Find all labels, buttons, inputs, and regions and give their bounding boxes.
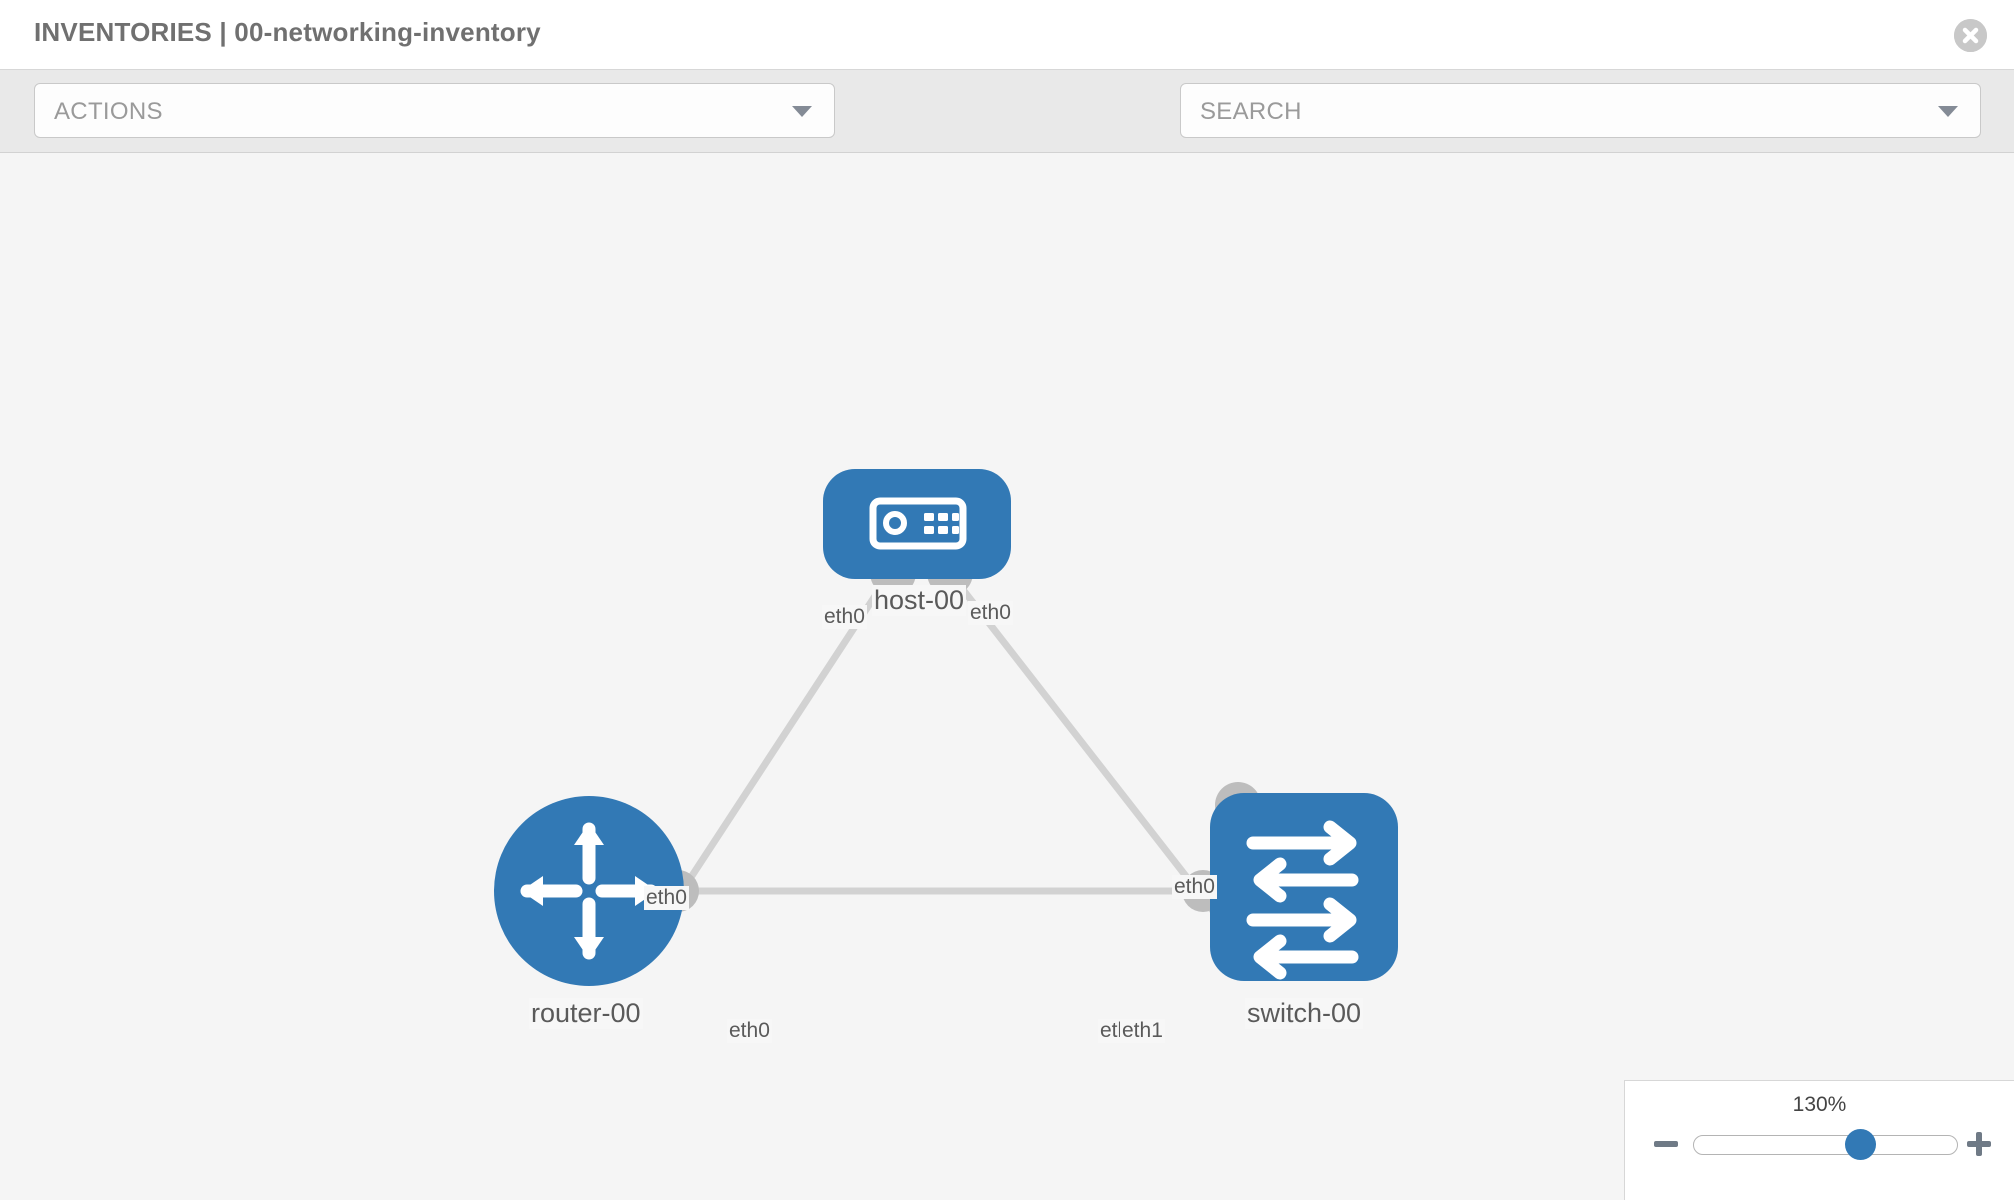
chevron-down-icon[interactable]: [1938, 105, 1958, 117]
page-title: INVENTORIES | 00-networking-inventory: [34, 17, 541, 47]
close-icon[interactable]: [1954, 19, 1987, 52]
node-label-switch-00: switch-00: [1245, 998, 1364, 1029]
zoom-level-label: 130%: [1792, 1093, 1847, 1116]
edge-label: eth0: [1172, 875, 1217, 899]
page-header: INVENTORIES | 00-networking-inventory: [0, 0, 2014, 70]
zoom-panel: 130%: [1624, 1080, 2014, 1200]
chevron-down-icon: [792, 105, 812, 117]
switch-icon: [1246, 820, 1359, 980]
actions-dropdown-label: ACTIONS: [54, 98, 163, 125]
node-host-00: [823, 469, 1011, 579]
zoom-slider-track[interactable]: [1693, 1135, 1958, 1155]
edge-label: eth1: [1120, 1019, 1165, 1043]
zoom-in-button[interactable]: [1964, 1129, 1994, 1159]
link-group: [645, 570, 1241, 946]
zoom-slider-handle[interactable]: [1845, 1129, 1876, 1160]
actions-dropdown[interactable]: ACTIONS: [34, 83, 835, 138]
node-router-00: [494, 796, 684, 986]
search-placeholder: SEARCH: [1200, 98, 1302, 125]
topology-canvas[interactable]: eth0 eth0 eth0 eth0 eth0 eth0 eth1 host-…: [0, 153, 2014, 1200]
toolbar: ACTIONS SEARCH: [0, 70, 2014, 199]
node-label-router-00: router-00: [529, 998, 643, 1029]
zoom-out-button[interactable]: [1651, 1129, 1681, 1159]
edge-label: eth0: [644, 886, 689, 910]
node-label-host-00: host-00: [872, 585, 967, 616]
server-icon: [869, 497, 967, 550]
edge-label: eth0: [822, 605, 867, 629]
topology-graph: [494, 469, 1398, 986]
search-input[interactable]: SEARCH: [1180, 83, 1981, 138]
edge-label: eth0: [727, 1019, 772, 1043]
edge-label: eth0: [968, 601, 1013, 625]
node-switch-00: [1210, 793, 1398, 981]
